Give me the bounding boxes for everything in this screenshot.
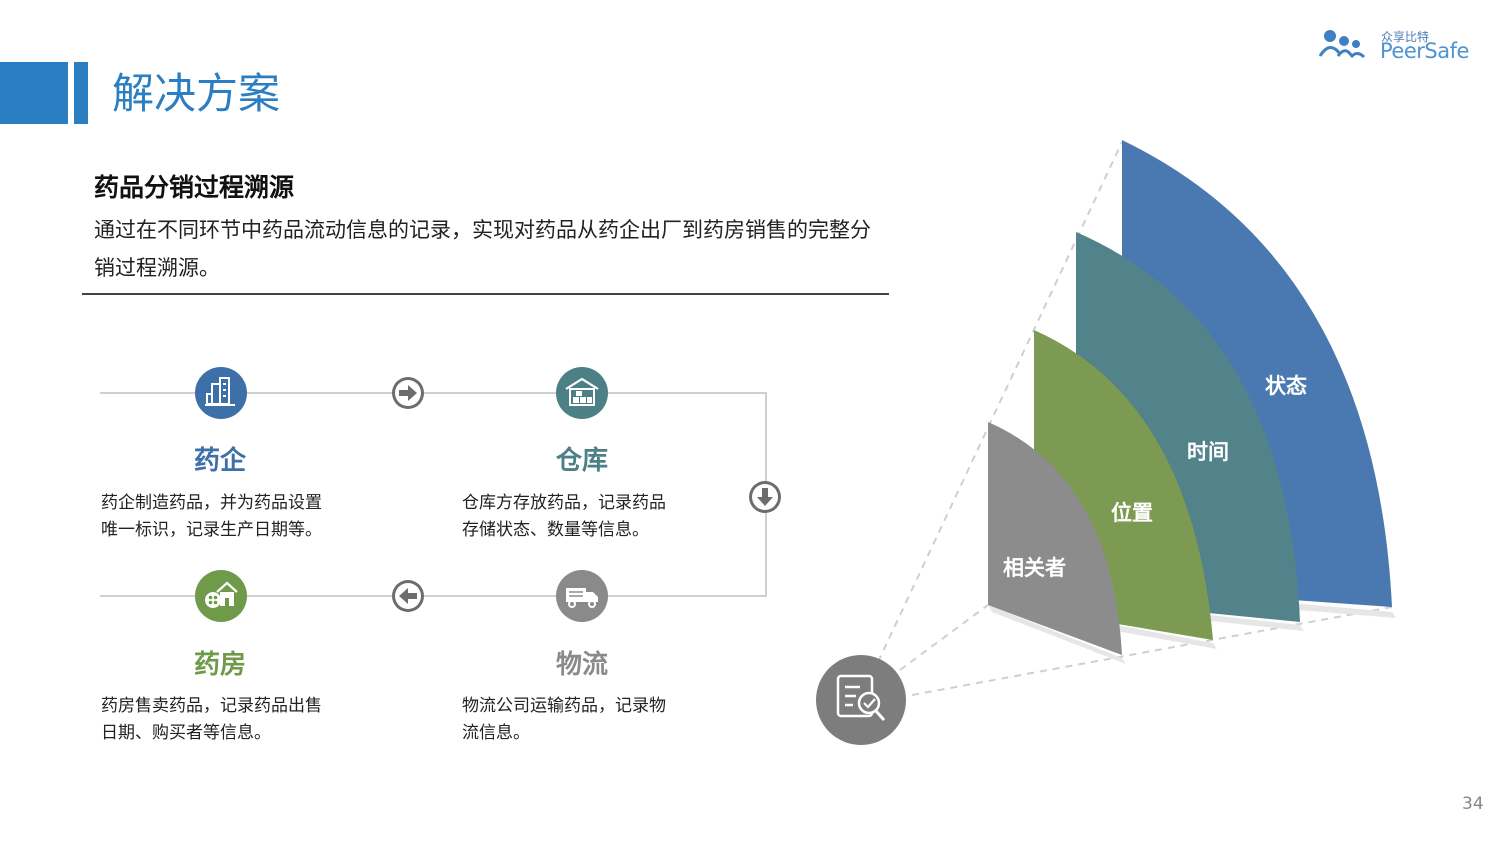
section-divider — [82, 293, 889, 295]
document-check-icon-glyph — [836, 674, 886, 721]
desc-line: 流信息。 — [462, 723, 530, 743]
desc-line: 药企制造药品，并为药品设置 — [101, 493, 322, 513]
arrow-left-icon — [392, 580, 424, 612]
truck-icon — [556, 570, 608, 622]
node-title-pharma-company: 药企 — [193, 446, 246, 476]
node-title-warehouse: 仓库 — [555, 446, 608, 476]
page-number: 34 — [1462, 794, 1484, 814]
arrow-right-icon — [392, 377, 424, 409]
fan-label-time: 时间 — [1187, 440, 1229, 464]
section-description: 通过在不同环节中药品流动信息的记录，实现对药品从药企出厂到药房销售的完整分销过程… — [94, 218, 871, 280]
fan-label-status: 状态 — [1265, 374, 1307, 398]
desc-line: 仓库方存放药品，记录药品 — [462, 493, 666, 513]
desc-line: 日期、购买者等信息。 — [101, 723, 271, 743]
desc-line: 唯一标识，记录生产日期等。 — [101, 520, 322, 540]
logo-chinese-text: 众享比特 — [1381, 30, 1430, 44]
page-title: 解决方案 — [112, 69, 281, 118]
desc-line: 药房售卖药品，记录药品出售 — [101, 696, 322, 716]
factory-icon — [195, 367, 247, 419]
node-desc-warehouse: 仓库方存放药品，记录药品 存储状态、数量等信息。 — [462, 490, 722, 544]
fan-panel-stakeholder — [988, 422, 1122, 655]
logo-people-icon — [1318, 30, 1366, 59]
pharmacy-icon — [195, 570, 247, 622]
perspective-line — [877, 141, 1123, 663]
header-accent-block — [0, 62, 68, 124]
node-title-logistics: 物流 — [555, 650, 608, 680]
node-title-pharmacy: 药房 — [193, 650, 246, 680]
section-title: 药品分销过程溯源 — [94, 173, 295, 202]
perspective-line — [911, 606, 1393, 696]
node-desc-logistics: 物流公司运输药品，记录物 流信息。 — [462, 693, 722, 747]
header-accent-stripe — [74, 62, 88, 124]
desc-line: 存储状态、数量等信息。 — [462, 520, 649, 540]
desc-line: 物流公司运输药品，记录物 — [462, 696, 666, 716]
company-logo: 众享比特 PeerSafe — [1318, 26, 1469, 66]
node-desc-pharma-company: 药企制造药品，并为药品设置 唯一标识，记录生产日期等。 — [101, 490, 361, 544]
perspective-line — [899, 604, 989, 671]
logo-english-text: PeerSafe — [1380, 39, 1469, 63]
arrow-down-icon — [749, 481, 781, 513]
warehouse-icon — [556, 367, 608, 419]
fan-label-stakeholder: 相关者 — [1003, 556, 1066, 580]
node-desc-pharmacy: 药房售卖药品，记录药品出售 日期、购买者等信息。 — [101, 693, 361, 747]
fan-label-location: 位置 — [1111, 501, 1153, 525]
